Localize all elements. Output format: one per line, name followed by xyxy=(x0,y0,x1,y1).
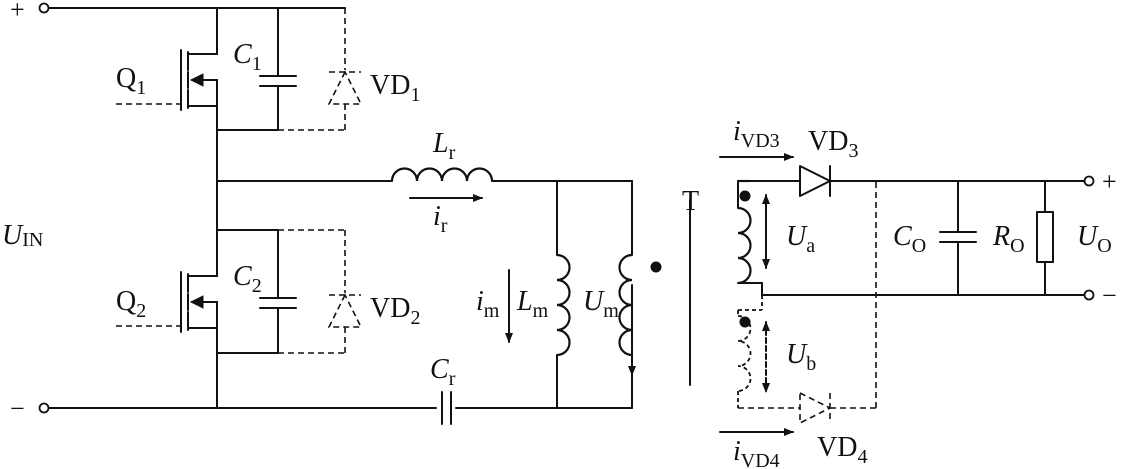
input-plus-label: + xyxy=(10,0,25,24)
c1-label: C1 xyxy=(233,39,262,75)
input-minus-label: − xyxy=(10,394,25,423)
lr-label: Lr xyxy=(432,128,456,164)
lm-label: Lm xyxy=(516,286,549,322)
transformer-secondary-lower-winding[interactable] xyxy=(737,295,763,408)
ro-resistor[interactable] xyxy=(1036,180,1054,296)
co-capacitor[interactable] xyxy=(939,180,977,296)
q2-mosfet[interactable] xyxy=(116,271,218,333)
ivd3-label: iVD3 xyxy=(733,116,780,152)
output-minus-terminal[interactable] xyxy=(1083,289,1095,301)
transformer-label: T xyxy=(682,186,699,217)
ir-label: ir xyxy=(433,201,448,237)
ro-label: RO xyxy=(992,221,1025,257)
c1-capacitor[interactable] xyxy=(216,7,297,131)
primary-dot-marker xyxy=(650,261,662,273)
vd3-diode[interactable] xyxy=(737,165,1086,197)
output-plus-label: + xyxy=(1102,167,1117,196)
output-plus-terminal[interactable] xyxy=(1083,175,1095,187)
cr-capacitor[interactable] xyxy=(441,391,452,425)
vd3-label: VD3 xyxy=(808,126,858,162)
input-plus-terminal[interactable] xyxy=(38,2,50,14)
transformer-primary-winding[interactable] xyxy=(618,180,633,409)
secondary-upper-dot-marker xyxy=(739,190,751,202)
output-minus-label: − xyxy=(1102,281,1117,310)
half-bridge-spine xyxy=(216,7,393,409)
ua-label: Ua xyxy=(786,221,815,257)
im-label: im xyxy=(476,286,500,322)
lr-inductor[interactable] xyxy=(390,167,633,182)
u-in-label: UIN xyxy=(2,220,43,251)
c2-label: C2 xyxy=(233,261,262,297)
vd1-label: VD1 xyxy=(370,70,420,106)
vd4-diode[interactable] xyxy=(738,181,877,425)
lm-inductor[interactable] xyxy=(556,180,571,409)
ivd4-label: iVD4 xyxy=(733,436,780,469)
vd2-diode[interactable] xyxy=(278,229,363,354)
cr-label: Cr xyxy=(430,354,456,390)
c2-capacitor[interactable] xyxy=(216,229,297,354)
q1-mosfet[interactable] xyxy=(116,49,218,111)
co-label: CO xyxy=(893,221,926,257)
uo-label: UO xyxy=(1077,221,1112,257)
q2-label: Q2 xyxy=(116,286,146,322)
ub-label: Ub xyxy=(786,339,816,375)
q1-label: Q1 xyxy=(116,63,146,99)
vd4-label: VD4 xyxy=(817,432,867,468)
secondary-lower-dot-marker xyxy=(739,316,751,328)
um-label: Um xyxy=(583,286,619,322)
input-minus-terminal[interactable] xyxy=(38,402,50,414)
vd2-label: VD2 xyxy=(370,293,420,329)
vd1-diode[interactable] xyxy=(278,7,363,131)
